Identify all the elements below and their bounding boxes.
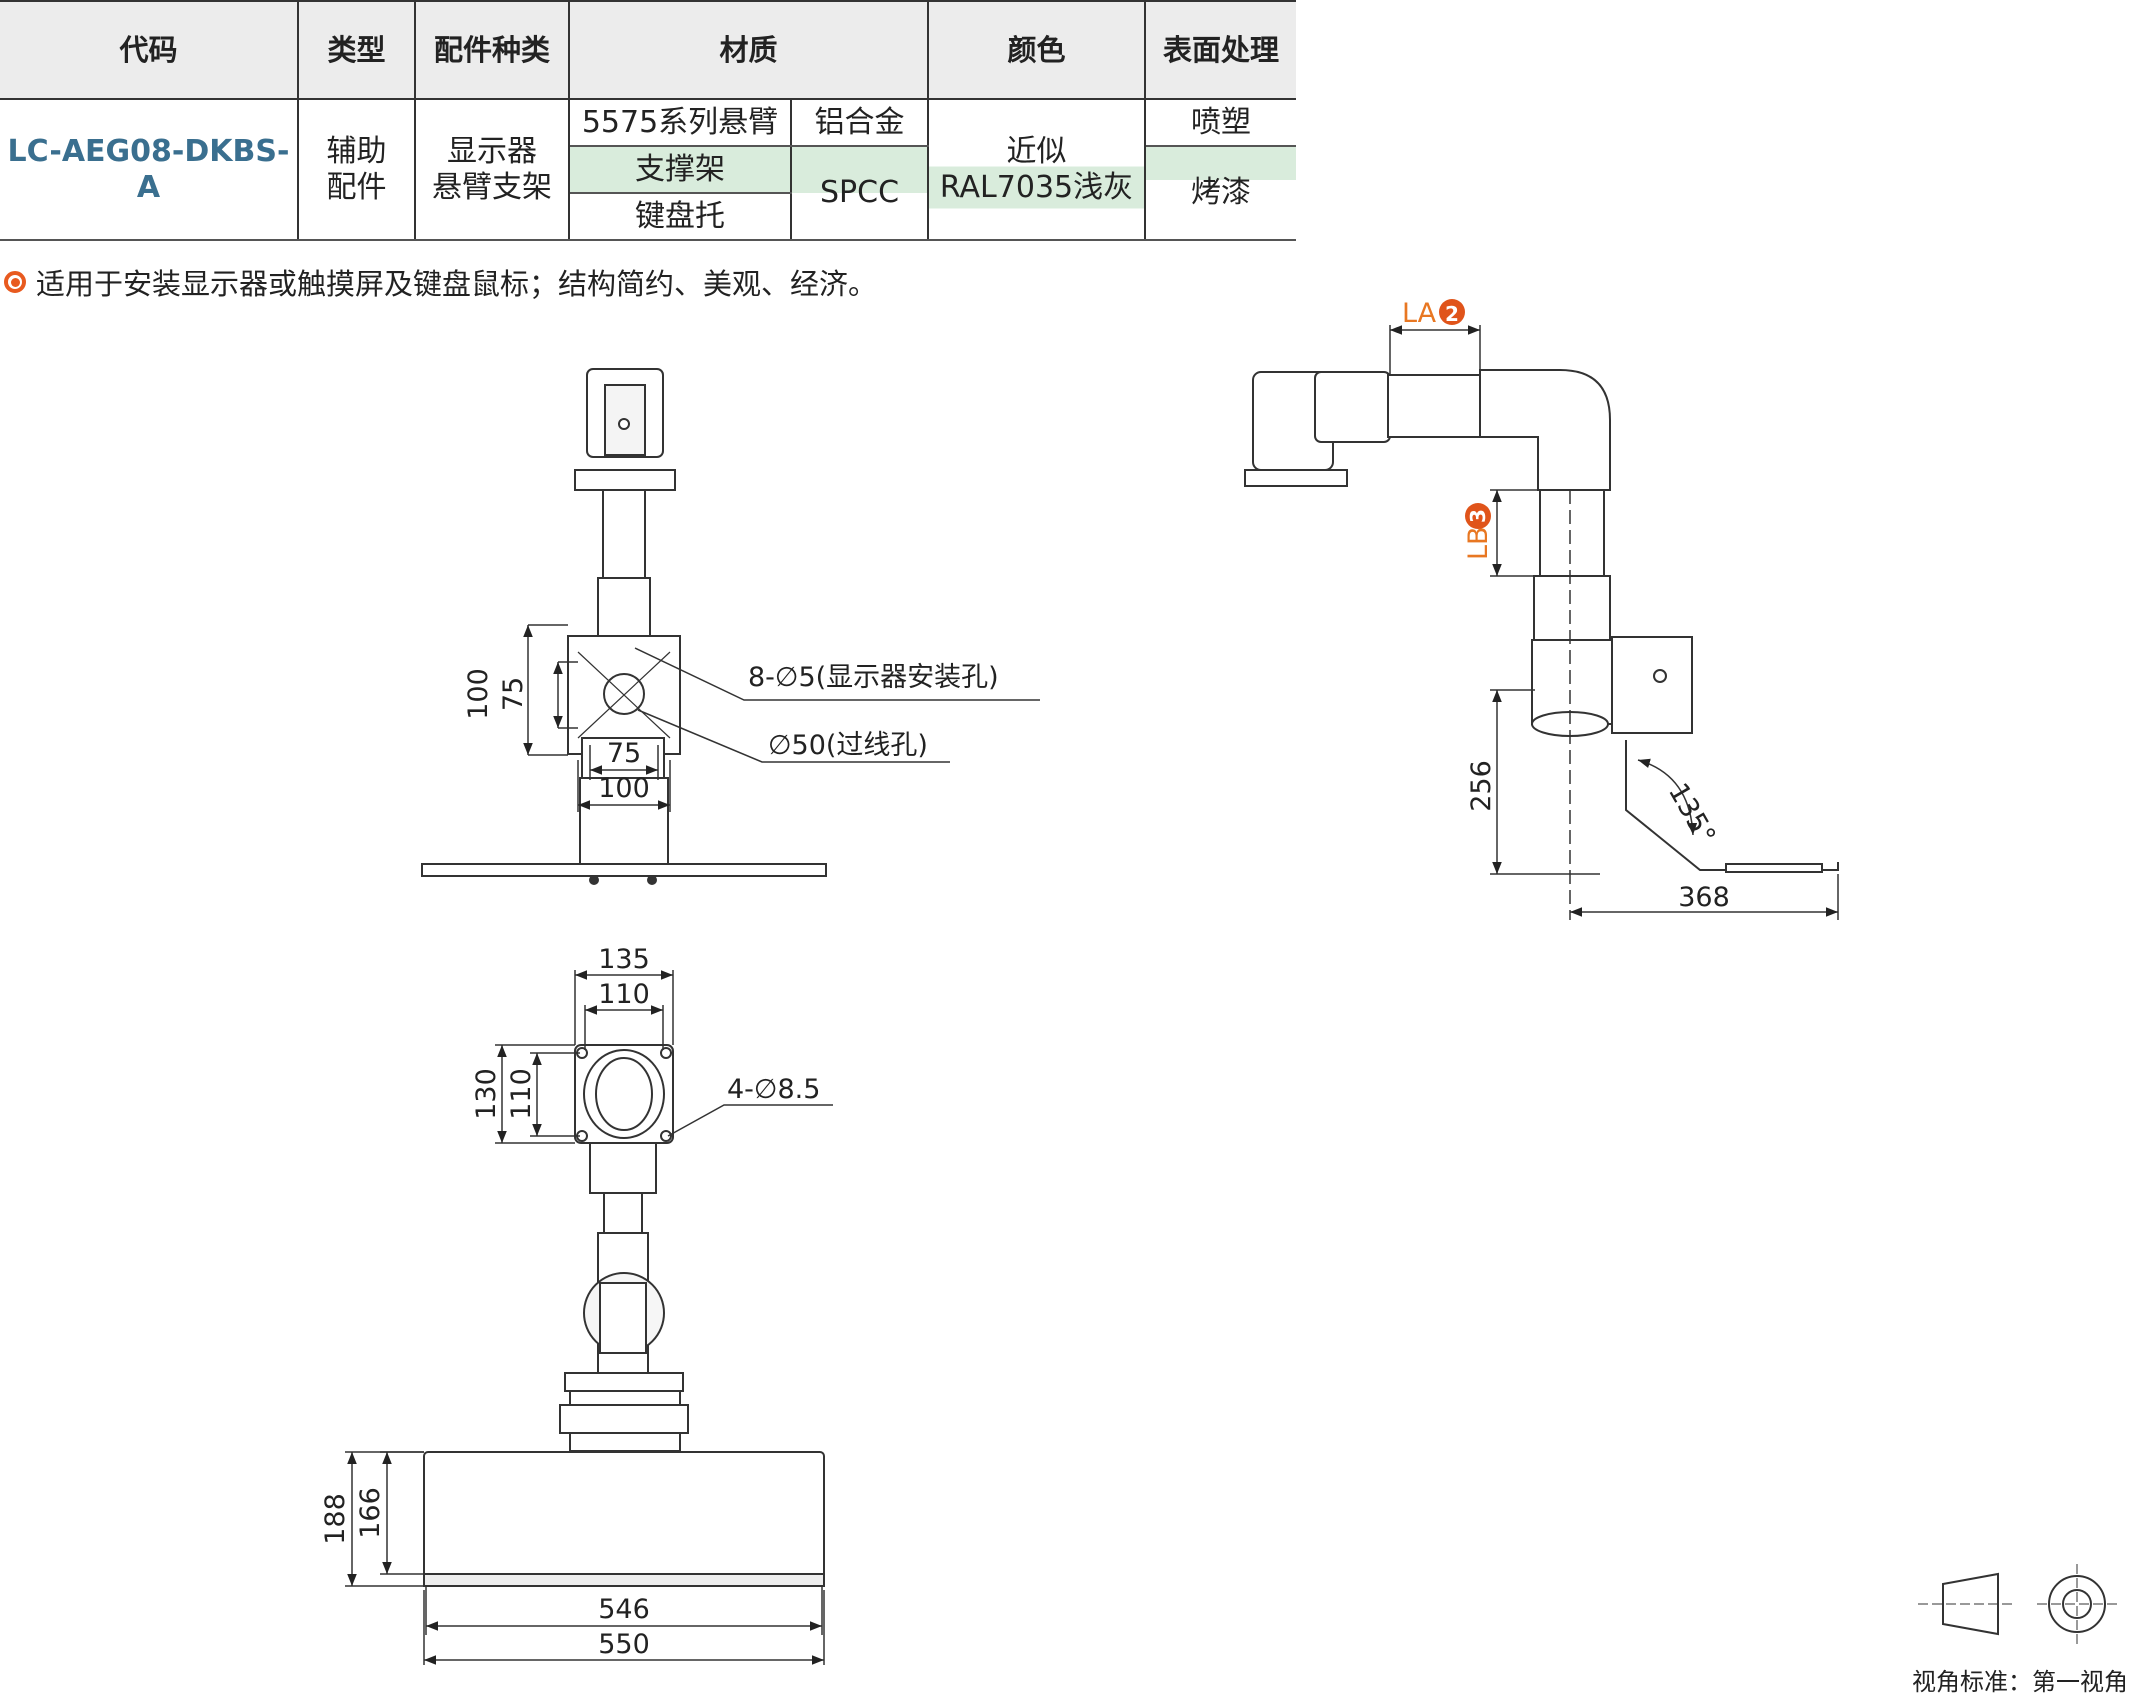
badge-lb-number: 3 — [1466, 509, 1490, 523]
dim-top-110: 110 — [598, 979, 650, 1010]
kind-line1: 显示器 — [447, 133, 537, 169]
usage-note: 适用于安装显示器或触摸屏及键盘鼠标；结构简约、美观、经济。 — [4, 261, 877, 303]
table-row: 键盘托 — [0, 193, 1296, 241]
badge-la — [1439, 299, 1465, 325]
label-la: LA — [1402, 298, 1437, 329]
part-keyboard-tray: 键盘托 — [569, 193, 792, 241]
spec-table: 代码 类型 配件种类 材质 颜色 表面处理 LC-AEG08-DKBS-A 辅助… — [0, 0, 1297, 241]
header-kind: 配件种类 — [415, 0, 570, 100]
dim-side-256: 256 — [1466, 760, 1497, 812]
part-support: 支撑架 — [569, 146, 792, 194]
top-view — [423, 1044, 825, 1587]
label-lb: LB — [1463, 526, 1494, 560]
dim-top-110-v: 110 — [506, 1068, 537, 1120]
dim-tray-550: 550 — [598, 1629, 650, 1660]
type-cell: 辅助 配件 — [298, 99, 416, 241]
table-header-row: 代码 类型 配件种类 材质 颜色 表面处理 — [0, 0, 1297, 100]
header-material: 材质 — [569, 0, 930, 100]
dim-tray-166: 166 — [355, 1487, 386, 1539]
label-cable-hole: ∅50(过线孔) — [768, 730, 928, 761]
kind-line2: 悬臂支架 — [432, 169, 552, 205]
dim-tray-188: 188 — [320, 1493, 351, 1545]
color-cell: 近似 RAL7035浅灰 — [928, 99, 1147, 241]
first-angle-projection-icon — [1918, 1564, 2117, 1644]
dim-front-75-h: 75 — [607, 738, 641, 769]
material-aluminum: 铝合金 — [791, 99, 930, 147]
dim-front-100-h: 100 — [598, 773, 650, 804]
kind-cell: 显示器 悬臂支架 — [415, 99, 570, 241]
dim-side-368: 368 — [1678, 882, 1730, 913]
side-dims — [1389, 325, 1839, 920]
dim-side-angle: 135° — [1662, 778, 1721, 850]
top-dims — [345, 970, 833, 1665]
front-view — [421, 368, 827, 885]
finish-paint: 烤漆 — [1145, 146, 1297, 241]
front-dims — [523, 624, 1040, 812]
dim-front-100-v: 100 — [463, 668, 494, 720]
header-finish: 表面处理 — [1145, 0, 1297, 100]
table-row: 支撑架 SPCC 烤漆 — [0, 146, 1297, 241]
finish-powder: 喷塑 — [1145, 99, 1297, 147]
dim-front-75-v: 75 — [498, 677, 529, 711]
type-line2: 配件 — [326, 169, 387, 205]
table-row: LC-AEG08-DKBS-A 辅助 配件 显示器 悬臂支架 5575系列悬臂 … — [0, 99, 1297, 241]
dim-top-135: 135 — [598, 944, 650, 975]
projection-standard: 视角标准：第一视角 — [1912, 1668, 2128, 1696]
color-line2: RAL7035浅灰 — [939, 169, 1134, 205]
dim-top-130-v: 130 — [471, 1068, 502, 1120]
label-mount-holes: 8-∅5(显示器安装孔) — [748, 662, 999, 693]
material-spcc: SPCC — [791, 146, 930, 241]
badge-lb — [1465, 503, 1491, 529]
color-line1: 近似 — [1006, 133, 1067, 169]
part-arm: 5575系列悬臂 — [569, 99, 792, 147]
label-base-holes: 4-∅8.5 — [727, 1074, 820, 1105]
header-type: 类型 — [298, 0, 416, 100]
header-color: 颜色 — [928, 0, 1147, 100]
badge-la-number: 2 — [1445, 302, 1459, 326]
type-line1: 辅助 — [326, 133, 387, 169]
header-code: 代码 — [0, 0, 299, 100]
bullet-target-icon — [4, 271, 26, 293]
product-code: LC-AEG08-DKBS-A — [0, 99, 299, 241]
usage-note-text: 适用于安装显示器或触摸屏及键盘鼠标；结构简约、美观、经济。 — [36, 267, 878, 301]
side-view — [1244, 369, 1839, 873]
dim-tray-546: 546 — [598, 1594, 650, 1625]
